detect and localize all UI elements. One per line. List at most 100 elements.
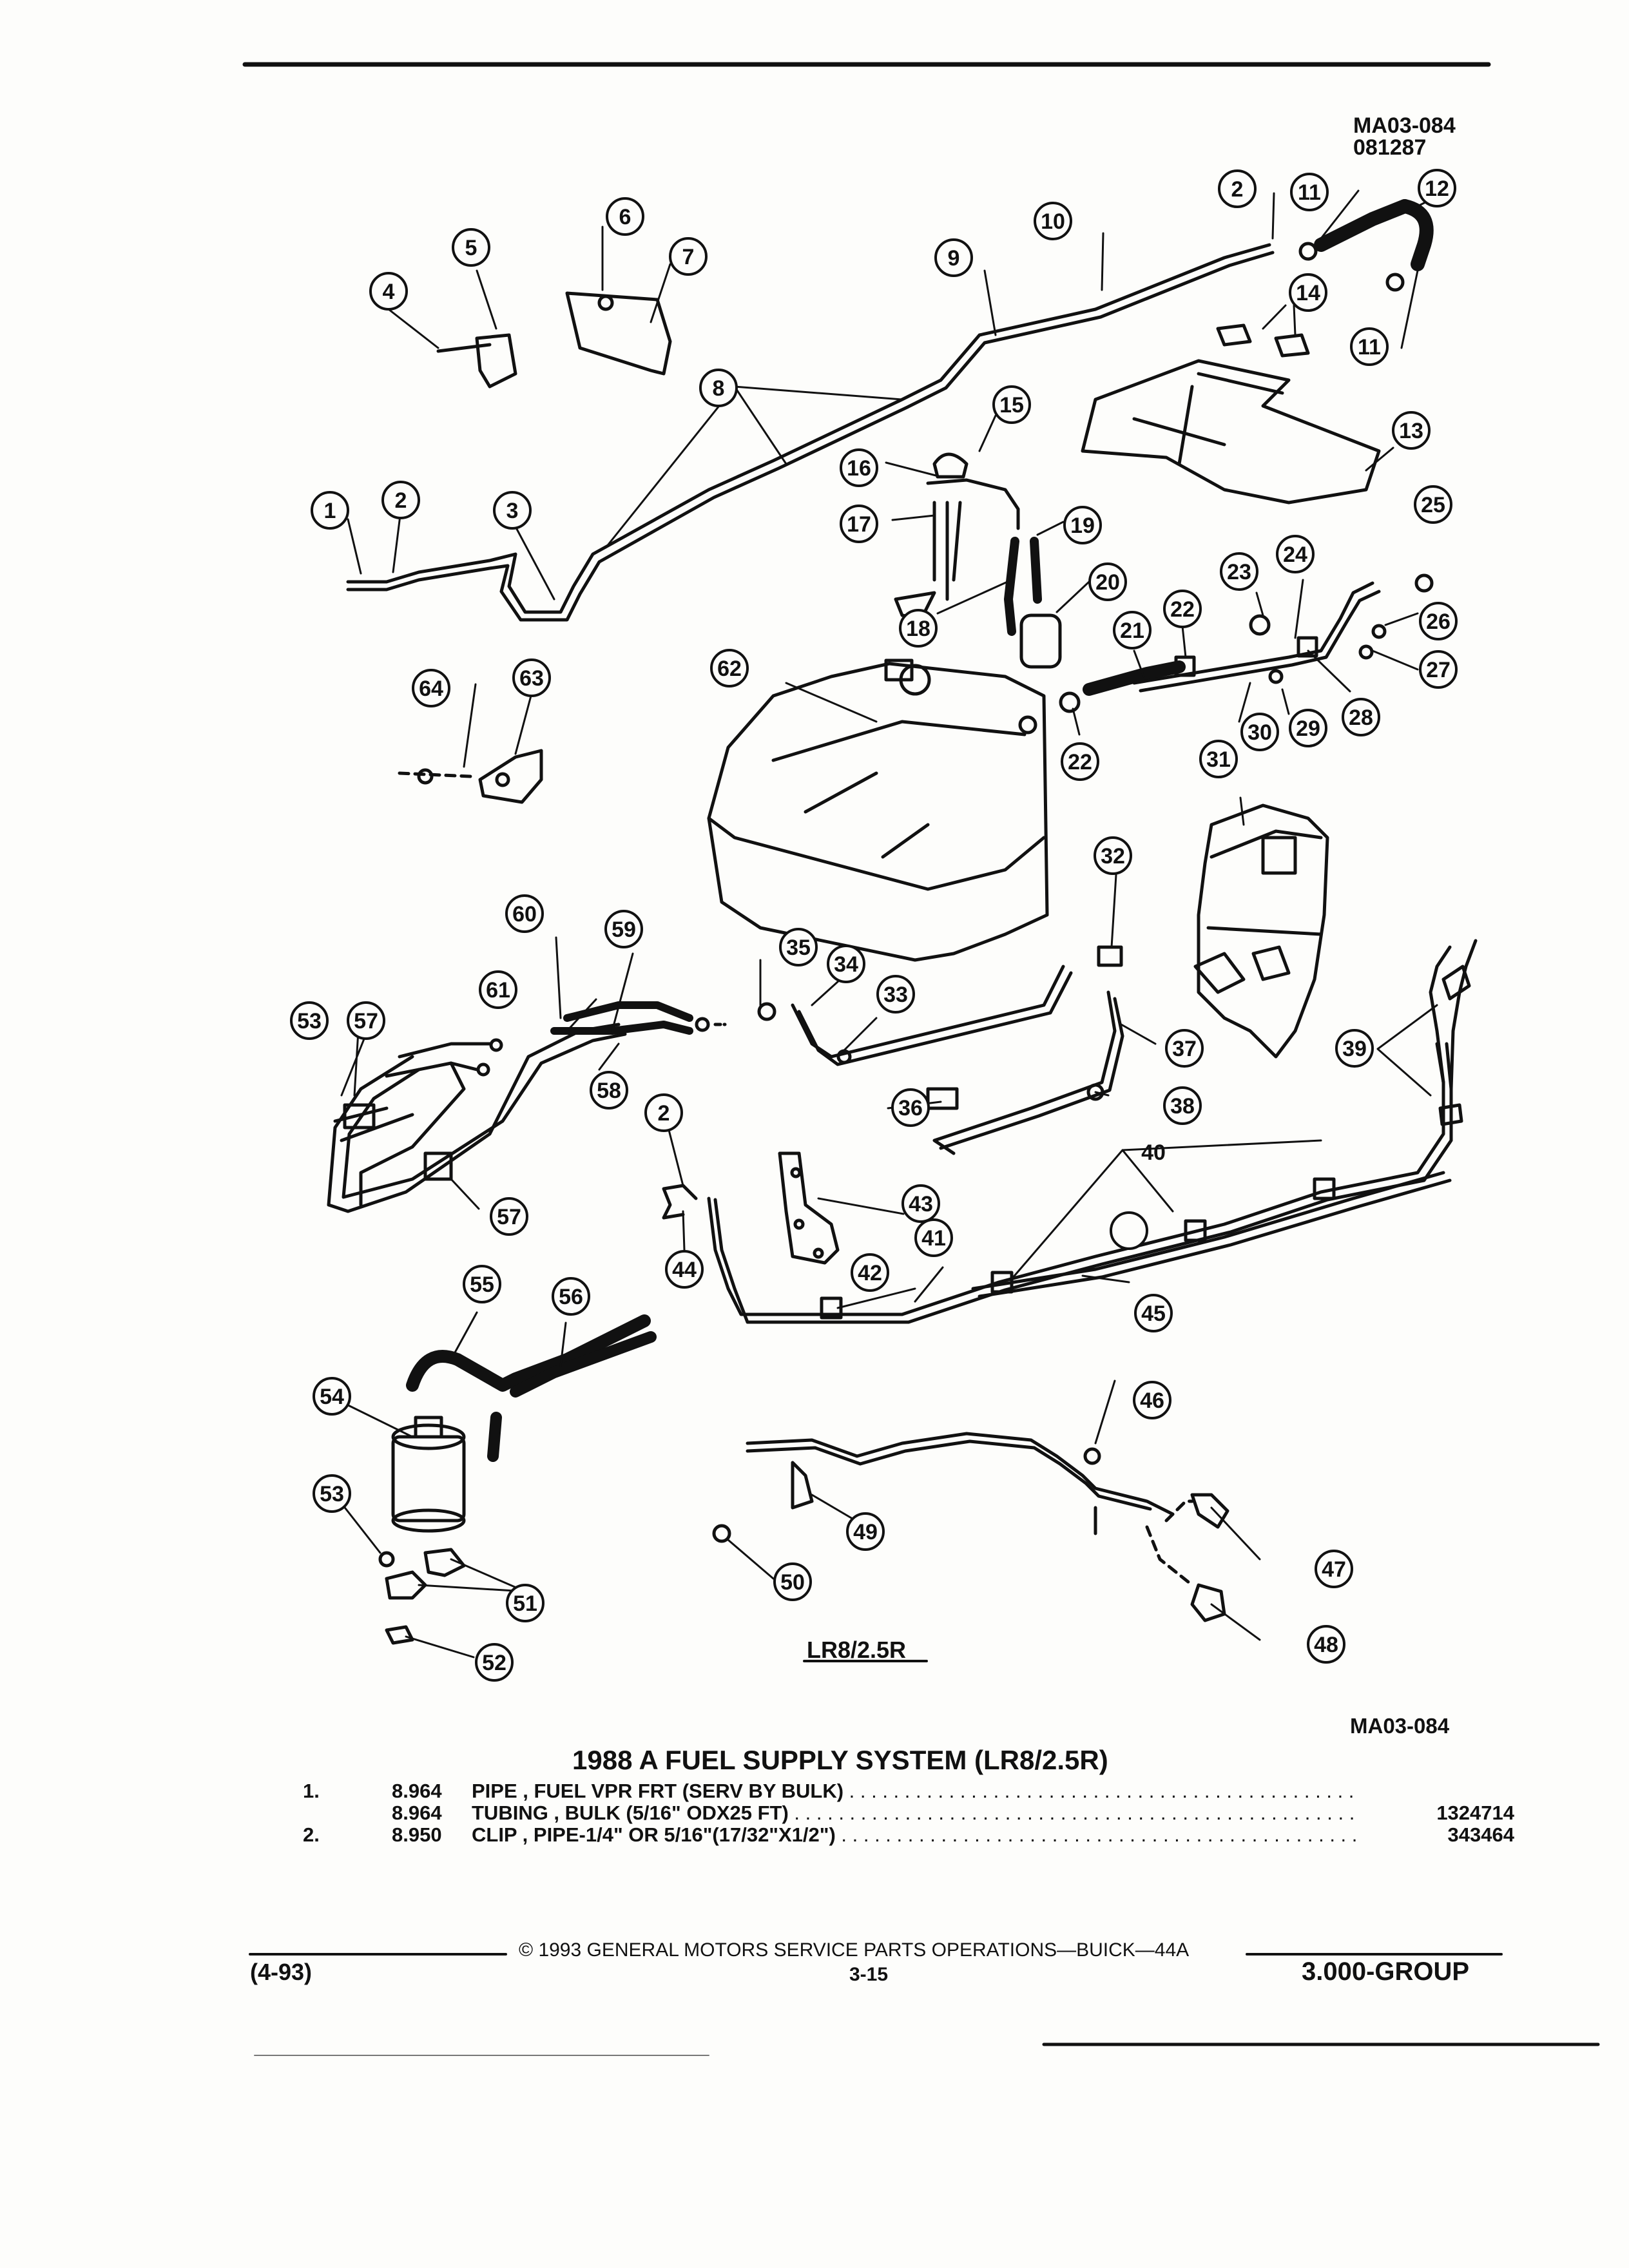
callout-45: 45	[1141, 1302, 1166, 1326]
row-part-number: 343464	[1447, 1823, 1514, 1846]
rear-vapor-pipe	[712, 1432, 1229, 1622]
callout-19: 19	[1070, 514, 1095, 538]
callout-57: 57	[354, 1009, 378, 1033]
parts-list: 1. 8.964 PIPE , FUEL VPR FRT (SERV BY BU…	[303, 1780, 1514, 1847]
callout-6: 6	[619, 205, 631, 229]
canister-bracket	[436, 291, 672, 389]
callout-36: 36	[898, 1096, 923, 1120]
callout-23: 23	[1227, 560, 1251, 584]
parts-list-title: 1988 A FUEL SUPPLY SYSTEM (LR8/2.5R)	[572, 1745, 1108, 1775]
reference-code: MA03-084	[1353, 113, 1456, 138]
callout-3: 3	[506, 499, 519, 523]
callout-11: 11	[1298, 180, 1321, 205]
callout-32: 32	[1101, 844, 1125, 869]
figure-reference: MA03-084	[1350, 1714, 1450, 1738]
callout-26: 26	[1426, 610, 1451, 634]
row-index: 1.	[303, 1780, 320, 1802]
callout-48: 48	[1314, 1633, 1338, 1657]
callout-21: 21	[1120, 619, 1144, 643]
tank-straps	[757, 945, 1124, 1155]
callout-64: 64	[419, 677, 443, 701]
callout-56: 56	[559, 1285, 583, 1309]
callout-46: 46	[1140, 1389, 1164, 1413]
footer-page-number: 3-15	[849, 1964, 889, 1985]
callout-35: 35	[786, 936, 811, 960]
row-group: 8.964	[392, 1802, 442, 1824]
callout-balloons	[290, 169, 1458, 1682]
callout-1: 1	[324, 499, 336, 523]
engine-label: LR8/2.5R	[807, 1637, 907, 1663]
front-fuel-pipes	[327, 1001, 727, 1213]
callout-47: 47	[1322, 1557, 1346, 1582]
callout-24: 24	[1283, 543, 1307, 567]
callout-42: 42	[858, 1261, 882, 1285]
callout-numbers: 1 2 3 4 5 6 7 8 9 10 11 12 13 14 15 16 1…	[297, 177, 1451, 1675]
callout-2: 2	[395, 488, 407, 513]
callout-58: 58	[597, 1079, 621, 1103]
callout-53-repeat: 53	[320, 1482, 344, 1506]
callout-30: 30	[1248, 720, 1272, 745]
clip-14b	[1274, 333, 1310, 358]
parts-row: 8.964 TUBING , BULK (5/16" ODX25 FT) 132…	[303, 1802, 1514, 1825]
leader-lines	[333, 189, 1438, 1658]
callout-14: 14	[1296, 281, 1320, 305]
callout-62: 62	[717, 657, 742, 681]
callout-31: 31	[1206, 747, 1231, 772]
callout-52: 52	[482, 1651, 506, 1675]
rear-shield	[1193, 803, 1329, 1059]
line-bracket	[778, 1151, 840, 1265]
footer-group: 3.000-GROUP	[1302, 1957, 1470, 1986]
callout-63: 63	[519, 666, 544, 691]
callout-61: 61	[486, 978, 510, 1003]
fuel-tank	[707, 658, 1049, 962]
callout-7: 7	[682, 245, 695, 269]
main-fuel-lines	[662, 939, 1478, 1324]
heat-shield	[1081, 359, 1381, 505]
reference-date: 081287	[1353, 135, 1427, 160]
evap-canister	[391, 1314, 657, 1533]
strap-bracket	[398, 749, 543, 804]
callout-15: 15	[999, 393, 1024, 418]
callout-17: 17	[847, 512, 871, 537]
parts-row: 1. 8.964 PIPE , FUEL VPR FRT (SERV BY BU…	[303, 1780, 1514, 1802]
callout-50: 50	[780, 1570, 805, 1595]
callout-38: 38	[1170, 1094, 1195, 1119]
footer-copyright: © 1993 GENERAL MOTORS SERVICE PARTS OPER…	[519, 1939, 1190, 1961]
callout-8: 8	[713, 376, 725, 401]
row-part-number: 1324714	[1436, 1802, 1514, 1824]
row-description: PIPE , FUEL VPR FRT (SERV BY BULK)	[472, 1780, 1361, 1803]
callout-43: 43	[909, 1192, 933, 1216]
callout-5: 5	[465, 236, 477, 260]
canister-clips	[378, 1548, 466, 1645]
callout-27: 27	[1426, 658, 1451, 682]
callout-13: 13	[1399, 419, 1423, 443]
callout-22-repeat: 22	[1068, 750, 1092, 774]
parts-row: 2. 8.950 CLIP , PIPE-1/4" OR 5/16"(17/32…	[303, 1823, 1514, 1847]
callout-59: 59	[612, 918, 636, 942]
callout-53: 53	[297, 1009, 322, 1033]
callout-34: 34	[834, 952, 858, 977]
callout-41: 41	[921, 1226, 946, 1251]
callout-4: 4	[383, 280, 395, 304]
row-description: TUBING , BULK (5/16" ODX25 FT)	[472, 1802, 1361, 1825]
clip-14a	[1216, 323, 1252, 347]
callout-54: 54	[320, 1385, 344, 1409]
callout-20: 20	[1095, 570, 1120, 595]
callout-29: 29	[1296, 716, 1320, 741]
callout-60: 60	[512, 902, 537, 927]
callout-16: 16	[847, 456, 871, 481]
callout-25: 25	[1421, 493, 1445, 517]
filler-vent-hose	[1059, 573, 1434, 713]
fuel-sender	[894, 452, 1062, 669]
footer-edition: (4-93)	[250, 1959, 313, 1985]
rear-hose	[1298, 199, 1434, 292]
callout-10: 10	[1041, 209, 1065, 234]
callout-11-repeat: 11	[1358, 335, 1381, 360]
callout-57-repeat: 57	[497, 1205, 521, 1229]
row-description: CLIP , PIPE-1/4" OR 5/16"(17/32"X1/2")	[472, 1823, 1361, 1847]
callout-9: 9	[948, 246, 960, 271]
callout-39: 39	[1342, 1037, 1367, 1061]
callout-28: 28	[1349, 706, 1373, 730]
row-index: 2.	[303, 1823, 320, 1846]
